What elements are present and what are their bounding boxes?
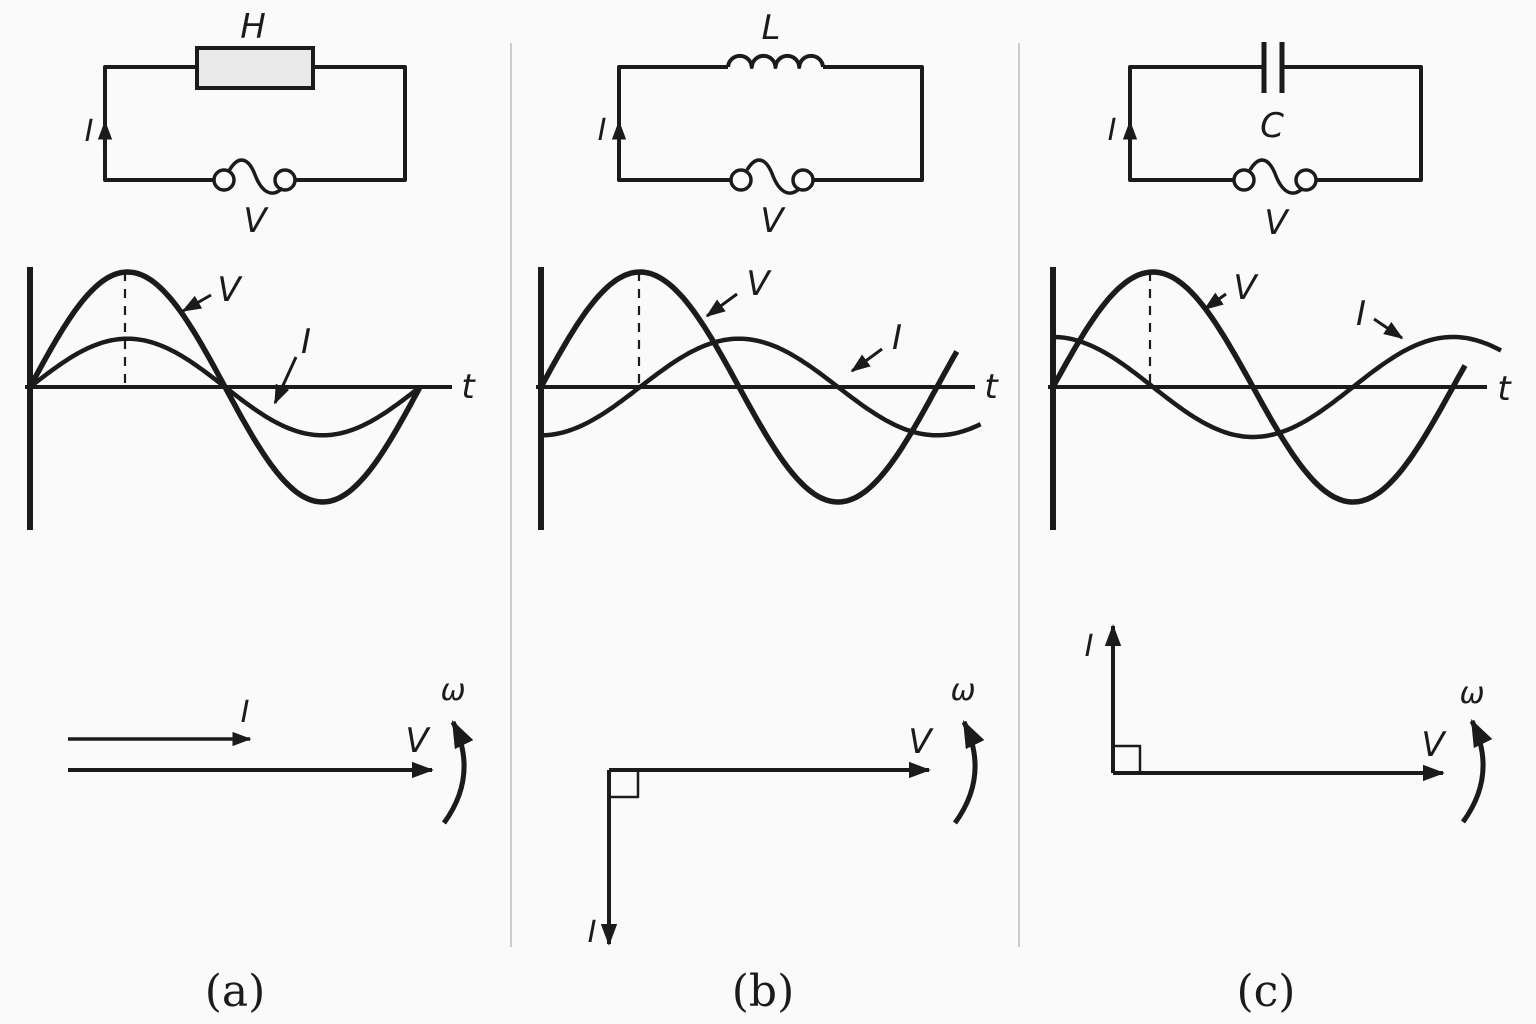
component-label: L xyxy=(762,8,781,48)
inductor-icon xyxy=(726,53,825,69)
time-axis-label: t xyxy=(1497,369,1512,409)
phasor-voltage-label: V xyxy=(1421,725,1447,765)
current-pointer-arrow-icon xyxy=(1373,317,1404,340)
ac-source-sine-icon xyxy=(745,158,802,195)
omega-label: ω xyxy=(950,673,975,708)
current-label: I xyxy=(1108,113,1117,148)
waveform-b: V I t xyxy=(536,264,999,530)
panel-caption: (b) xyxy=(732,966,795,1017)
circuit-a: H I V xyxy=(85,7,407,241)
current-curve-label: I xyxy=(892,318,902,358)
phasor-voltage-label: V xyxy=(908,722,934,762)
waveform-a: V I t xyxy=(25,267,476,530)
voltage-curve-label: V xyxy=(1233,268,1259,308)
panel-c: C I V V I t I V ω (c) xyxy=(1048,42,1512,1017)
current-pointer-arrow-icon xyxy=(273,356,298,405)
ac-source-sine-icon xyxy=(227,158,284,195)
ac-source-sine-icon xyxy=(1248,158,1305,195)
ac-source-terminal-icon xyxy=(1232,168,1256,192)
source-label: V xyxy=(243,201,269,241)
component-label: C xyxy=(1260,106,1284,146)
omega-rotation-arrow-icon xyxy=(1460,718,1493,824)
voltage-curve-label: V xyxy=(217,270,243,310)
ac-source-terminal-icon xyxy=(791,168,815,192)
panel-caption: (c) xyxy=(1237,966,1296,1017)
capacitor-icon xyxy=(1261,42,1285,93)
circuit-wire xyxy=(617,65,924,182)
voltage-pointer-arrow-icon xyxy=(181,293,212,313)
component-label: H xyxy=(240,7,266,47)
phasor-b: V I ω xyxy=(588,673,985,950)
right-angle-marker-icon xyxy=(1113,744,1142,773)
current-curve xyxy=(28,336,422,438)
current-label: I xyxy=(598,113,607,148)
panel-b: L I V V I t V I ω (b) xyxy=(536,8,999,1017)
current-curve-label: I xyxy=(301,322,311,362)
omega-label: ω xyxy=(440,673,465,708)
panel-a: H I V V I t I V ω (a) xyxy=(25,7,476,1017)
voltage-pointer-arrow-icon xyxy=(1203,292,1227,311)
omega-label: ω xyxy=(1459,676,1484,711)
current-curve xyxy=(1052,334,1503,440)
voltage-curve xyxy=(538,269,960,505)
voltage-curve xyxy=(1050,269,1468,505)
omega-rotation-arrow-icon xyxy=(952,719,985,825)
voltage-pointer-arrow-icon xyxy=(705,292,738,318)
current-label: I xyxy=(85,114,94,149)
ac-source-terminal-icon xyxy=(212,168,236,192)
ac-source-terminal-icon xyxy=(729,168,753,192)
circuit-c: C I V xyxy=(1108,42,1423,243)
phasor-current-label: I xyxy=(588,915,597,950)
resistor-icon xyxy=(195,46,315,90)
voltage-curve-label: V xyxy=(746,264,772,304)
phasor-voltage-label: V xyxy=(405,721,431,761)
phasor-current-label: I xyxy=(241,695,250,730)
ac-source-terminal-icon xyxy=(1294,168,1318,192)
time-axis-label: t xyxy=(461,367,476,407)
phasor-a: I V ω xyxy=(68,673,474,825)
waveform-c: V I t xyxy=(1048,267,1512,530)
phasor-current-label: I xyxy=(1085,629,1094,664)
phasor-c: I V ω xyxy=(1085,624,1493,824)
current-curve xyxy=(540,336,982,438)
current-curve-label: I xyxy=(1356,294,1366,334)
source-label: V xyxy=(1264,203,1290,243)
time-axis-label: t xyxy=(984,367,999,407)
omega-rotation-arrow-icon xyxy=(441,719,474,825)
panel-caption: (a) xyxy=(205,966,266,1017)
right-angle-marker-icon xyxy=(609,770,640,799)
source-label: V xyxy=(760,201,786,241)
current-pointer-arrow-icon xyxy=(850,347,883,373)
ac-source-terminal-icon xyxy=(273,168,297,192)
circuit-b: L I V xyxy=(598,8,924,241)
